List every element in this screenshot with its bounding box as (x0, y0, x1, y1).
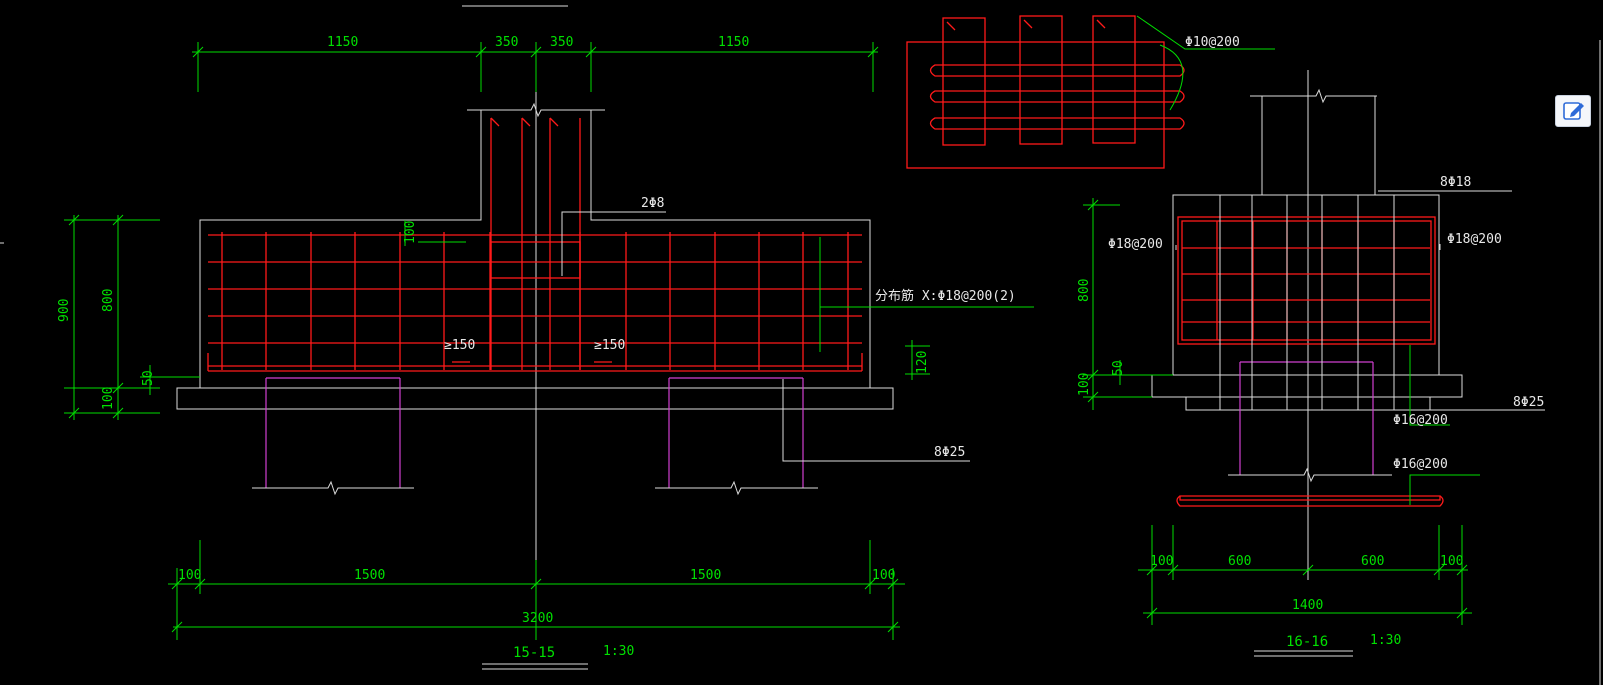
section-16-16: 8Φ18 Φ18@200 Φ18@200 8Φ25 Φ16@200 Φ16@20… (1077, 70, 1545, 657)
bottom-dimension-chain-16: 100 600 600 100 1400 (1138, 525, 1472, 625)
dim-bottom-16-2: 600 (1228, 554, 1251, 569)
edit-tool-button[interactable] (1555, 95, 1591, 127)
section-scale-16-16: 1:30 (1370, 633, 1401, 648)
dim-120: 120 (915, 351, 930, 374)
piles (252, 377, 818, 496)
label-8phi25-left: 8Φ25 (934, 445, 965, 460)
section-15-15: 1150 350 350 1150 (57, 5, 1034, 670)
dim-bottom-2: 1500 (354, 568, 385, 583)
dim-left-100: 100 (101, 387, 116, 410)
dim-top-1: 1150 (327, 35, 358, 50)
dim-top-2: 350 (495, 35, 518, 50)
left-dimension-chain-16: 800 50 100 (1077, 198, 1173, 410)
label-distribution-bars: 分布筋 X:Φ18@200(2) (875, 288, 1016, 304)
stirrup-detail: Φ10@200 (906, 15, 1275, 169)
section-title-15-15: 15-15 (513, 645, 555, 661)
bottom-dimension-chain: 100 1500 1500 100 3200 (168, 540, 905, 640)
section-scale-15-15: 1:30 (603, 644, 634, 659)
dim-left-50: 50 (141, 370, 156, 386)
dim-left-900: 900 (57, 299, 72, 322)
label-ge150-left: ≥150 (444, 338, 475, 353)
dim-bottom-1: 100 (178, 568, 201, 583)
dim-100-top: 100 (403, 221, 418, 244)
cap-outline (199, 110, 871, 389)
label-phi18-right: Φ18@200 (1447, 232, 1502, 247)
edit-icon (1563, 102, 1584, 120)
label-8phi25-right: 8Φ25 (1513, 395, 1544, 410)
label-ge150-right: ≥150 (594, 338, 625, 353)
dim-total-1400: 1400 (1292, 598, 1323, 613)
label-2phi8: 2Φ8 (641, 196, 664, 211)
dim-bottom-3: 1500 (690, 568, 721, 583)
dim-left-800: 800 (101, 289, 116, 312)
label-phi18-left: Φ18@200 (1108, 237, 1163, 252)
dim-top-3: 350 (550, 35, 573, 50)
cap-outline-16 (1172, 194, 1440, 376)
base-slab-16 (1151, 374, 1463, 398)
section-title-16-16: 16-16 (1286, 634, 1328, 650)
dim-bottom-4: 100 (872, 568, 895, 583)
dim-bottom-16-1: 100 (1150, 554, 1173, 569)
left-dimension-chain: 900 800 100 50 (57, 214, 200, 420)
dim-left-800-16: 800 (1077, 279, 1092, 302)
dim-bottom-16-3: 600 (1361, 554, 1384, 569)
label-phi16-b: Φ16@200 (1393, 457, 1448, 472)
base-slab (176, 387, 894, 410)
dim-bottom-16-4: 100 (1440, 554, 1463, 569)
dim-top-4: 1150 (718, 35, 749, 50)
dim-left-100-16: 100 (1077, 373, 1092, 396)
rebar-mesh (207, 117, 863, 372)
label-phi10: Φ10@200 (1185, 35, 1240, 50)
dim-total-3200: 3200 (522, 611, 553, 626)
label-phi16-a: Φ16@200 (1393, 413, 1448, 428)
top-dimension-chain: 1150 350 350 1150 (192, 35, 879, 92)
dim-left-50-16: 50 (1111, 360, 1126, 376)
label-8phi18: 8Φ18 (1440, 175, 1471, 190)
